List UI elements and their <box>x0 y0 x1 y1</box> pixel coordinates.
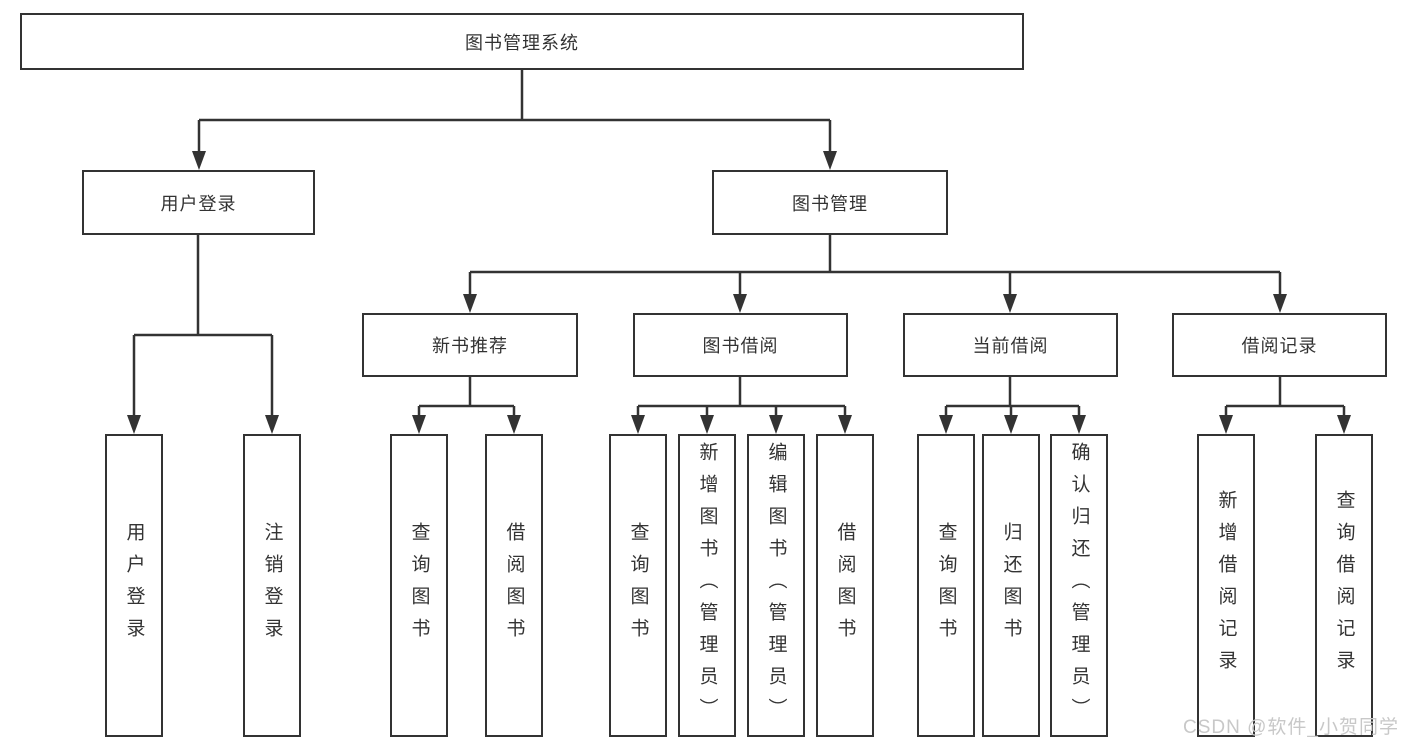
node-label: 借阅记录 <box>1241 336 1318 356</box>
node-label: 用户登录 <box>123 521 145 650</box>
node-logout-leaf: 注销登录 <box>243 434 301 737</box>
node-add-books-admin: 新增图书（管理员） <box>678 434 736 737</box>
node-borrow-books-recommend: 借阅图书 <box>485 434 543 737</box>
node-query-books-current: 查询图书 <box>917 434 975 737</box>
arrowheads <box>127 151 1351 434</box>
node-label: 图书借阅 <box>702 336 779 356</box>
node-confirm-return-admin: 确认归还（管理员） <box>1050 434 1108 737</box>
node-label: 查询借阅记录 <box>1333 489 1355 682</box>
node-label: 借阅图书 <box>834 521 856 650</box>
node-root-book-management-system: 图书管理系统 <box>20 13 1024 70</box>
node-edit-books-admin: 编辑图书（管理员） <box>747 434 805 737</box>
node-current-borrowing: 当前借阅 <box>903 313 1118 377</box>
node-label: 新增图书（管理员） <box>696 441 718 730</box>
node-query-borrow-record: 查询借阅记录 <box>1315 434 1373 737</box>
node-borrow-books-leaf: 借阅图书 <box>816 434 874 737</box>
node-label: 借阅图书 <box>503 521 525 650</box>
node-label: 确认归还（管理员） <box>1068 441 1090 730</box>
node-label: 查询图书 <box>627 521 649 650</box>
node-add-borrow-record: 新增借阅记录 <box>1197 434 1255 737</box>
node-book-borrowing: 图书借阅 <box>633 313 848 377</box>
node-label: 查询图书 <box>408 521 430 650</box>
node-return-books: 归还图书 <box>982 434 1040 737</box>
node-label: 新增借阅记录 <box>1215 489 1237 682</box>
node-label: 查询图书 <box>935 521 957 650</box>
node-user-login-module: 用户登录 <box>82 170 315 235</box>
connector-path <box>132 70 1346 421</box>
node-borrowing-records: 借阅记录 <box>1172 313 1387 377</box>
node-query-books-borrowing: 查询图书 <box>609 434 667 737</box>
node-new-book-recommendation: 新书推荐 <box>362 313 578 377</box>
watermark: CSDN @软件_小贺同学 <box>1183 717 1399 738</box>
node-user-login-leaf: 用户登录 <box>105 434 163 737</box>
node-label: 图书管理系统 <box>465 32 579 53</box>
node-book-management-module: 图书管理 <box>712 170 948 235</box>
node-label: 新书推荐 <box>432 336 508 356</box>
node-label: 当前借阅 <box>972 336 1049 356</box>
node-query-books-recommend: 查询图书 <box>390 434 448 737</box>
node-label: 注销登录 <box>261 521 283 650</box>
node-label: 编辑图书（管理员） <box>765 441 787 730</box>
node-label: 图书管理 <box>792 193 868 214</box>
node-label: 用户登录 <box>160 193 237 214</box>
node-label: 归还图书 <box>1000 521 1022 650</box>
